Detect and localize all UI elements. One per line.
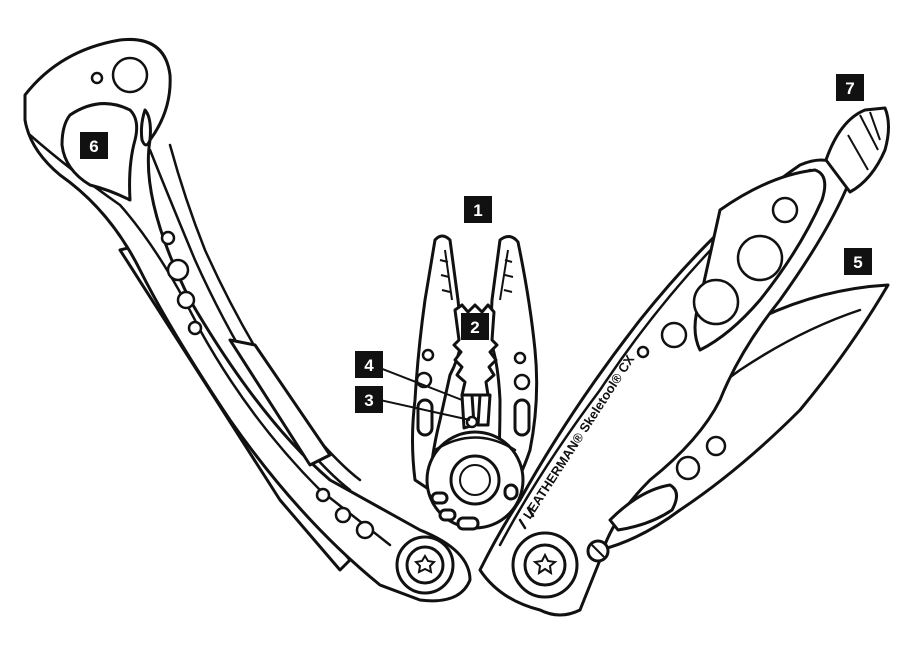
callout-1-label: 1: [473, 201, 482, 220]
callout-5-label: 5: [853, 253, 862, 272]
pliers-head: [411, 234, 539, 531]
callout-4: 4: [355, 351, 383, 378]
callout-3: 3: [355, 386, 383, 413]
right-handle: LEATHERMAN® Skeletool® CX: [478, 158, 852, 617]
callout-1: 1: [464, 196, 492, 223]
callout-6: 6: [80, 132, 108, 159]
bit-driver: [824, 106, 890, 194]
callout-6-label: 6: [89, 137, 98, 156]
callout-2-label: 2: [470, 318, 479, 337]
left-handle: [23, 37, 472, 603]
callout-5: 5: [844, 248, 872, 275]
callout-7: 7: [836, 74, 864, 101]
callout-2: 2: [461, 313, 489, 340]
callout-3-label: 3: [364, 391, 373, 410]
callout-4-label: 4: [364, 356, 374, 375]
callout-leaders: [379, 367, 471, 421]
callout-7-label: 7: [845, 79, 854, 98]
